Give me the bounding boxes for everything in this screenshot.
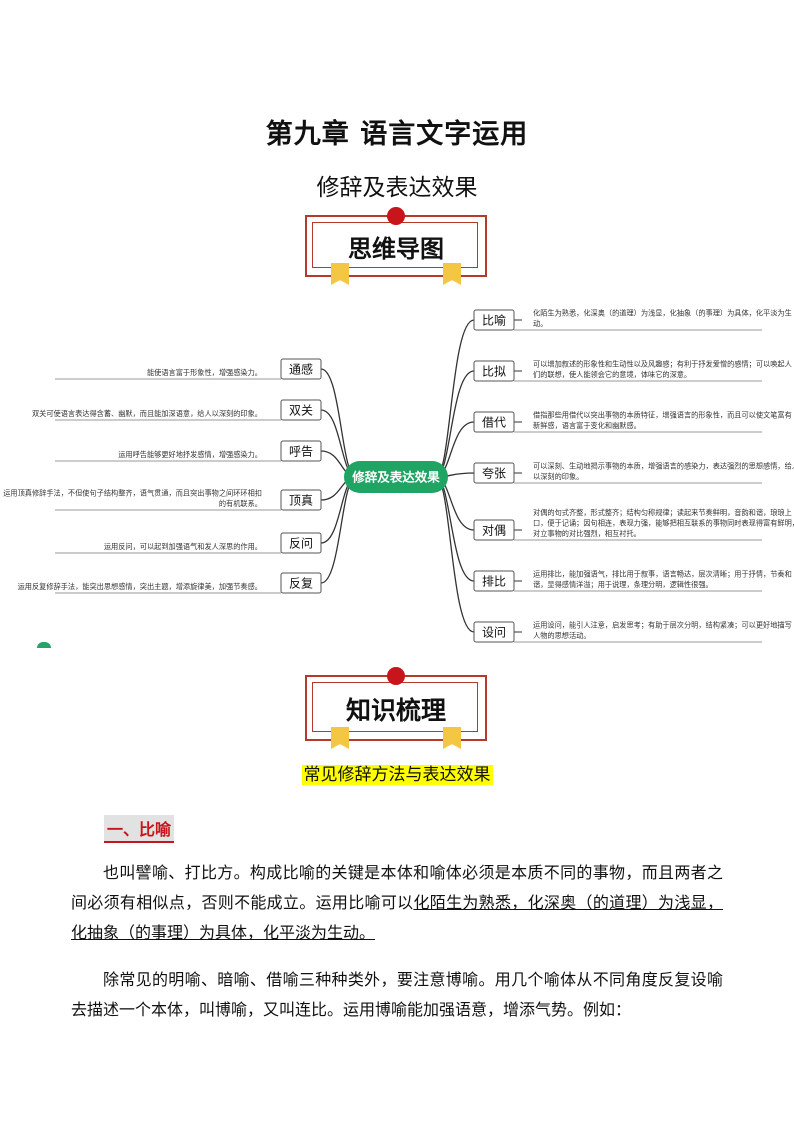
red-dot-icon	[387, 667, 405, 685]
banner-mindmap-label: 思维导图	[348, 235, 444, 263]
branch-node-label: 反问	[289, 537, 313, 551]
banner-mindmap: 思维导图	[305, 207, 487, 285]
branch-node-right-4: 对偶	[473, 519, 515, 541]
branch-node-left-0: 通感	[280, 358, 322, 380]
section-heading: 常见修辞方法与表达效果	[0, 760, 794, 785]
ribbon-icon	[443, 727, 461, 749]
branch-node-label: 借代	[482, 416, 506, 430]
desc-text: 新鲜感，语言富于变化和幽默感。	[533, 421, 641, 430]
item-heading: 一、比喻	[104, 815, 175, 843]
branch-node-left-4: 反问	[280, 532, 322, 554]
branch-node-left-1: 双关	[280, 399, 322, 421]
branch-node-box	[473, 360, 515, 382]
desc-text: 谐，显得感情洋溢；用于说理，条理分明，逻辑性很强。	[533, 580, 713, 589]
ribbon-icon	[331, 263, 349, 285]
desc-text: 对偶的句式齐整，形式整齐；结构匀称规律；读起来节奏鲜明，音韵和谐，琅琅上	[533, 508, 792, 517]
paragraph-2: 除常见的明喻、暗喻、借喻三种种类外，要注意博喻。用几个喻体从不同角度反复设喻去描…	[71, 970, 723, 1019]
branch-node-box	[473, 309, 515, 331]
desc-text: 运用设问，能引人注意，启发思考；有助于层次分明，结构紧凑；可以更好地描写	[533, 621, 792, 630]
branch-node-box	[280, 489, 322, 511]
branch-line	[435, 319, 475, 478]
branch-node-label: 双关	[289, 404, 313, 418]
paragraph-1-text: 也叫譬喻、打比方。构成比喻的关键是本体和喻体必须是本质不同的事物，而且两者之间必…	[71, 863, 723, 912]
center-node-label: 修辞及表达效果	[351, 470, 440, 485]
paragraph-1: 也叫譬喻、打比方。构成比喻的关键是本体和喻体必须是本质不同的事物，而且两者之间必…	[71, 858, 723, 948]
desc-text: 运用反复修辞手法，能突出思想感情，突出主题，增添旋律美，加强节奏感。	[18, 582, 262, 591]
desc-text: 能使语言富于形象性，增强感染力。	[147, 368, 262, 377]
desc-text: 们的联想，使人能领会它的意境，体味它的深意。	[533, 370, 691, 379]
branch-node-label: 反复	[289, 577, 313, 591]
desc-text: 对立事物的对比强烈，相互衬托。	[533, 529, 641, 538]
branch-node-right-2: 借代	[473, 411, 515, 433]
branch-node-left-3: 顶真	[280, 489, 322, 511]
desc-text: 借指那些用借代以突出事物的本质特征，增强语言的形象性，而且可以使文笔富有	[533, 411, 792, 420]
branch-node-box	[473, 570, 515, 592]
red-dot-icon	[387, 207, 405, 225]
desc-text: 动。	[533, 319, 547, 328]
branch-node-label: 呼告	[289, 445, 313, 459]
branch-node-label: 比拟	[482, 365, 506, 379]
desc-text: 双关可使语言表达得含蓄、幽默，而且能加深语意，给人以深刻的印象。	[32, 409, 262, 418]
desc-text: 运用呼告能够更好地抒发感情，增强感染力。	[118, 450, 262, 459]
branch-node-box	[280, 532, 322, 554]
branch-node-right-0: 比喻	[473, 309, 515, 331]
branch-node-label: 通感	[289, 362, 313, 377]
branch-node-label: 排比	[482, 575, 506, 589]
desc-text: 人物的思想活动。	[533, 631, 591, 640]
branch-node-label: 比喻	[482, 313, 506, 328]
section-heading-text: 常见修辞方法与表达效果	[301, 765, 493, 785]
branch-node-right-1: 比拟	[473, 360, 515, 382]
branch-line	[320, 476, 357, 584]
branch-node-right-5: 排比	[473, 570, 515, 592]
branch-node-label: 对偶	[482, 524, 506, 538]
branch-node-box	[280, 399, 322, 421]
page-subtitle: 修辞及表达效果	[316, 175, 478, 201]
ribbon-icon	[443, 263, 461, 285]
branch-node-label: 夸张	[482, 467, 506, 481]
branch-node-box	[473, 462, 515, 484]
branch-node-box	[473, 411, 515, 433]
desc-text: 运用顶真修辞手法，不但使句子结构整齐，语气贯通，而且突出事物之间环环相扣	[3, 489, 262, 498]
desc-text: 的有机联系。	[219, 499, 262, 508]
branch-node-box	[280, 358, 322, 380]
center-node: 修辞及表达效果	[344, 461, 448, 493]
branch-node-right-3: 夸张	[473, 462, 515, 484]
green-dot-icon	[37, 642, 51, 648]
branch-node-right-6: 设问	[473, 621, 515, 643]
chapter-title: 第九章 语言文字运用	[265, 119, 529, 150]
desc-text: 运用反问，可以起到加强语气和发人深思的作用。	[104, 542, 262, 551]
banner-knowledge: 知识梳理	[305, 667, 487, 751]
branch-node-box	[473, 519, 515, 541]
banner-knowledge-label: 知识梳理	[345, 696, 446, 725]
branch-node-left-2: 呼告	[280, 440, 322, 462]
paragraph-1-underlined: 化陌生为熟悉，化深奥（的道理）为浅显，化抽象（的事理）为具体，化平淡为生动。	[71, 893, 723, 942]
branch-node-left-5: 反复	[280, 572, 322, 594]
desc-text: 可以深刻、生动地揭示事物的本质，增强语言的感染力，表达强烈的思想感情，给人	[533, 462, 794, 471]
mindmap: 比喻 化陌生为熟悉，化深奥（的道理）为浅显，化抽象（的事理）为具体，化平淡为生动。…	[3, 309, 794, 643]
desc-text: 口，便于记诵；因句相连，表现力强，能够把相互联系的事物同时表现得富有鲜明，使	[533, 519, 794, 528]
desc-text: 可以增加叙述的形象性和生动性以及风趣感；有利于抒发爱憎的感情；可以唤起人	[533, 360, 792, 369]
branch-line	[435, 476, 475, 633]
desc-text: 化陌生为熟悉，化深奥（的道理）为浅显，化抽象（的事理）为具体，化平淡为生	[533, 309, 792, 318]
branch-node-box	[280, 440, 322, 462]
desc-text: 以深刻的印象。	[533, 472, 583, 481]
branch-node-box	[473, 621, 515, 643]
branch-node-label: 顶真	[289, 494, 313, 508]
center-node-box	[344, 461, 448, 493]
branch-node-label: 设问	[482, 626, 506, 640]
branch-node-box	[280, 572, 322, 594]
ribbon-icon	[331, 727, 349, 749]
desc-text: 运用排比，能加强语气，排比用于叙事，语言畅达，层次清晰；用于抒情，节奏和	[533, 570, 792, 579]
